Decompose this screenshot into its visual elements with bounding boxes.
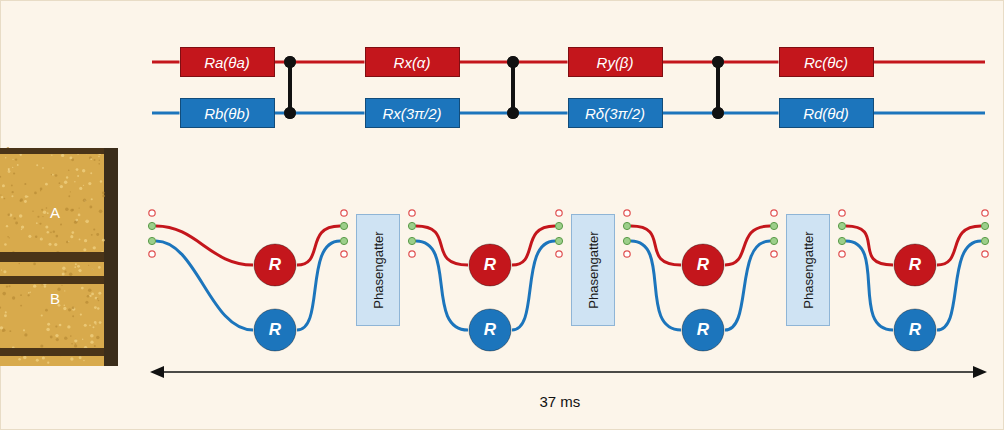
ion-circle: R (893, 308, 937, 352)
rotation-label: R (269, 320, 281, 340)
phase-gate-label: Phasengatter (371, 231, 386, 308)
ion-wire (937, 226, 981, 265)
ion-wire (416, 241, 468, 330)
port-dots (340, 210, 347, 257)
phase-gate-box: Phasengatter (571, 214, 615, 326)
phase-gate-box: Phasengatter (356, 214, 400, 326)
ion-wire (846, 241, 893, 330)
ion-wire (297, 241, 340, 330)
rotation-label: R (697, 255, 709, 275)
arrow-head (150, 366, 164, 378)
cz-link (716, 62, 720, 113)
control-dot (284, 107, 296, 119)
control-dot (507, 107, 519, 119)
port-dots (770, 210, 777, 257)
gate-label: Rd(θd) (803, 105, 849, 122)
cz-link (288, 62, 292, 113)
ion-circle: R (253, 308, 297, 352)
rotation-label: R (269, 255, 281, 275)
ion-wire (631, 241, 681, 330)
control-dot (284, 56, 296, 68)
duration-arrow (160, 371, 977, 373)
trap-zone-label: B (50, 290, 60, 307)
qubit-wire (874, 112, 986, 115)
rotation-label: R (697, 320, 709, 340)
gate-box: Ry(β) (568, 47, 663, 77)
ion-circle: R (253, 243, 297, 287)
ion-wire (937, 241, 981, 330)
gate-box: Ra(θa) (180, 47, 275, 77)
ion-wire (512, 241, 555, 330)
gate-label: Rb(θb) (204, 105, 250, 122)
gate-label: Ra(θa) (204, 54, 250, 71)
duration-label: 37 ms (540, 393, 581, 410)
gate-label: Rc(θc) (804, 54, 848, 71)
ion-circle: R (468, 243, 512, 287)
phase-gate-label: Phasengatter (801, 231, 816, 308)
rotation-label: R (484, 320, 496, 340)
ion-circle: R (468, 308, 512, 352)
ion-wire (725, 226, 770, 265)
rotation-label: R (909, 255, 921, 275)
port-dots (555, 210, 562, 257)
port-dots (838, 210, 845, 257)
port-dots (623, 210, 630, 257)
phase-gate-box: Phasengatter (786, 214, 830, 326)
port-dots (148, 210, 155, 257)
ion-circle: R (893, 243, 937, 287)
ion-circle: R (681, 243, 725, 287)
control-dot (284, 107, 296, 119)
ion-wire (846, 226, 893, 265)
control-dot (712, 56, 724, 68)
gate-box: Rb(θb) (180, 98, 275, 128)
qubit-wire (152, 61, 180, 64)
ion-circle: R (681, 308, 725, 352)
cz-link (511, 62, 515, 113)
ion-wire (156, 241, 253, 330)
trap-photo (0, 147, 118, 366)
gate-label: Rx(α) (394, 54, 431, 71)
ion-wire (416, 226, 468, 265)
control-dot (507, 56, 519, 68)
gate-box: Rd(θd) (779, 98, 874, 128)
gate-label: Ry(β) (597, 54, 634, 71)
qubit-wire (152, 112, 180, 115)
ion-wire (631, 226, 681, 265)
port-dots (981, 210, 988, 257)
control-dot (712, 107, 724, 119)
trap-zone-label: A (50, 204, 60, 221)
qubit-wire (874, 61, 986, 64)
cz-link (511, 62, 515, 113)
gate-box: Rc(θc) (779, 47, 874, 77)
ion-wire (725, 241, 770, 330)
control-dot (712, 56, 724, 68)
gate-label: Rx(3π/2) (382, 105, 441, 122)
arrow-head (973, 366, 987, 378)
rotation-label: R (484, 255, 496, 275)
gate-label: Rδ(3π/2) (585, 105, 645, 122)
gate-box: Rx(3π/2) (365, 98, 460, 128)
phase-gate-label: Phasengatter (586, 231, 601, 308)
ion-wire (297, 226, 340, 265)
cz-link (288, 62, 292, 113)
ion-wire (512, 226, 555, 265)
control-dot (284, 56, 296, 68)
control-dot (712, 107, 724, 119)
cz-link (716, 62, 720, 113)
control-dot (507, 56, 519, 68)
control-dot (507, 107, 519, 119)
rotation-label: R (909, 320, 921, 340)
port-dots (408, 210, 415, 257)
gate-box: Rδ(3π/2) (568, 98, 663, 128)
gate-box: Rx(α) (365, 47, 460, 77)
